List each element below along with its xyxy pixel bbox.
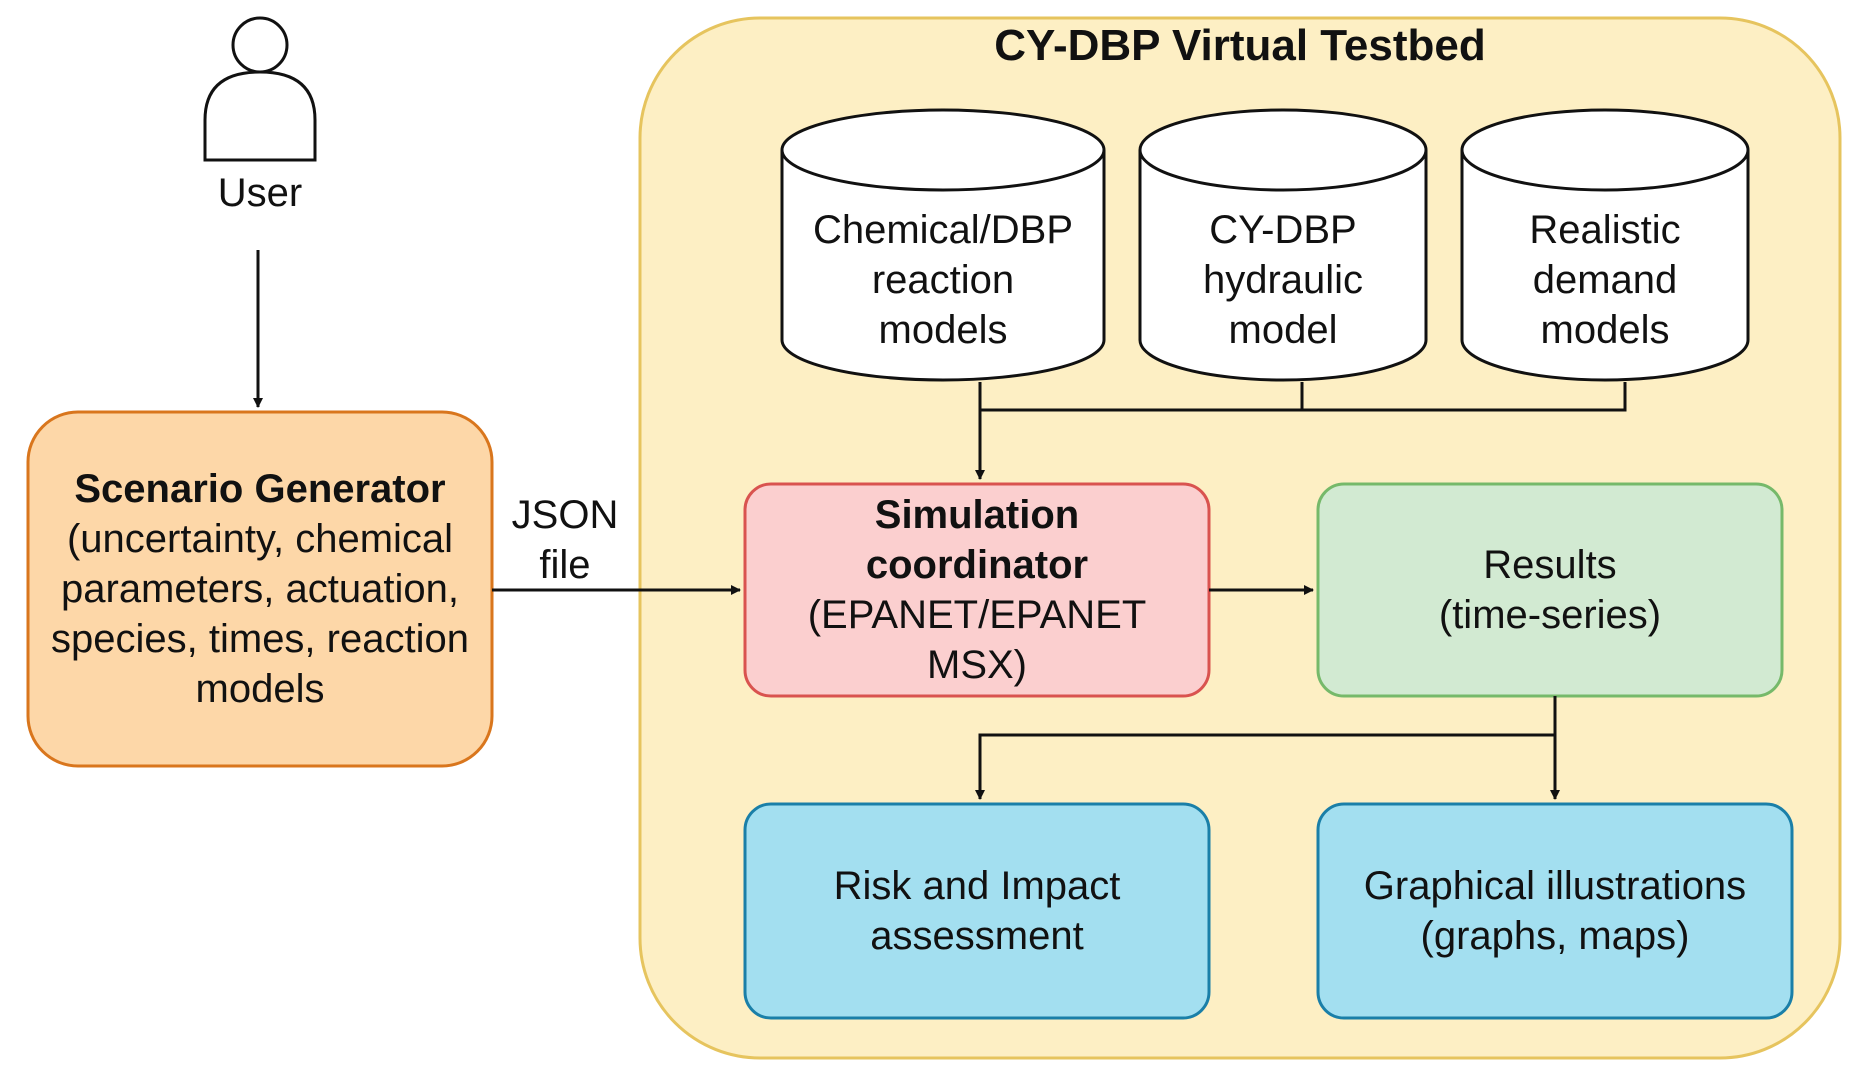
results-text: Results (time-series) [1438,543,1662,637]
testbed-title: CY-DBP Virtual Testbed [994,21,1486,70]
graphical-illustrations-text: Graphical illustrations (graphs, maps) [1363,864,1747,958]
user-label: User [217,171,303,215]
user-icon [203,16,317,162]
results-to-risk-arrow [975,733,1555,800]
scenario-line: models [195,667,325,711]
database-hydraulic [1138,108,1428,382]
simulation-coordinator-text: Simulation coordinator (EPANET/EPANET MS… [807,493,1147,687]
database-chemical [780,108,1106,382]
scenario-generator-title: Scenario Generator [74,467,446,511]
scenario-line: parameters, actuation, [61,567,459,611]
database-hydraulic-label: CY-DBP hydraulic model [1202,208,1364,352]
database-demand-label: Realistic demand models [1529,208,1681,352]
risk-assessment-text: Risk and Impact assessment [833,864,1121,958]
risk-assessment-box [743,802,1211,1020]
json-file-label: JSON file [511,493,619,587]
db-bus-connector [980,382,1627,412]
database-chemical-label: Chemical/DBP reaction models [812,208,1074,352]
graphical-illustrations-box [1316,802,1794,1020]
scenario-generator-text: Scenario Generator (uncertainty, chemica… [28,412,492,766]
scenario-line: (uncertainty, chemical [66,517,454,561]
database-demand [1460,108,1750,382]
results-box [1316,482,1784,698]
scenario-line: species, times, reaction [51,617,469,661]
